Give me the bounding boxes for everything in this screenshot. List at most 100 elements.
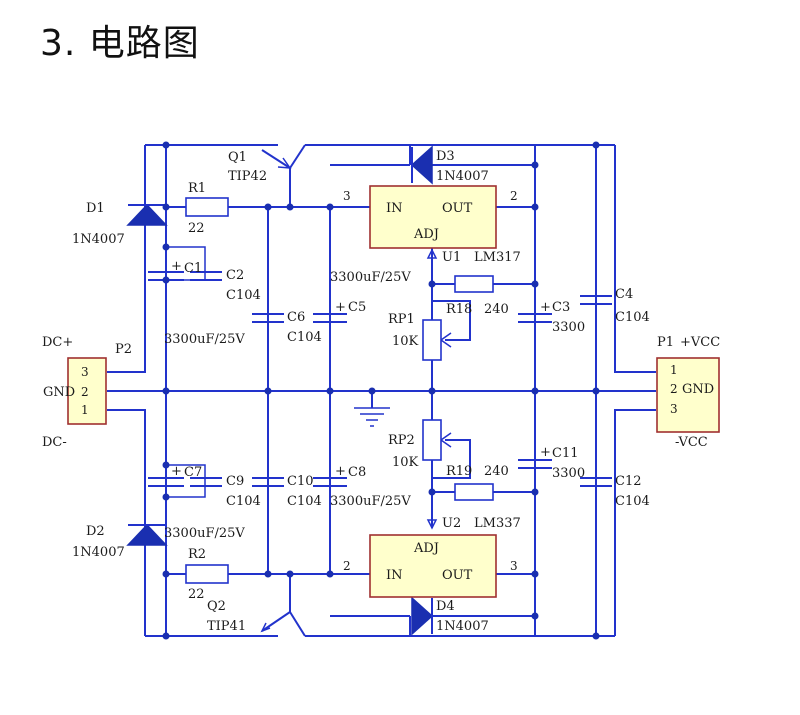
c5-plus-mark: +: [335, 300, 346, 315]
rp2-ref: RP2: [388, 433, 415, 448]
u1-in-label: IN: [386, 201, 403, 216]
c8-value: 3300uF/25V: [330, 494, 411, 509]
u2-adj-label: ADJ: [413, 541, 439, 556]
dc-negative-label: DC-: [42, 435, 67, 450]
c9-value: C104: [226, 494, 261, 509]
c6-value: C104: [287, 330, 322, 345]
c1-value: 3300uF/25V: [164, 332, 245, 347]
r19-value: 240: [484, 464, 509, 479]
u1-pin-in: 3: [343, 189, 351, 203]
c5-value: 3300uF/25V: [330, 270, 411, 285]
c12-value: C104: [615, 494, 650, 509]
potentiometer-rp2: [422, 419, 452, 461]
c4-value: C104: [615, 310, 650, 325]
diode-d3: [410, 145, 433, 185]
p1-pin-1: 1: [670, 363, 678, 377]
u2-in-label: IN: [386, 568, 403, 583]
c6-ref: C6: [287, 310, 305, 325]
regulator-u2: [369, 534, 497, 598]
u2-adj-arrow: [426, 519, 438, 530]
r1-ref: R1: [188, 181, 206, 196]
u2-part: LM337: [474, 516, 521, 531]
r2-ref: R2: [188, 547, 206, 562]
resistor-r18: [454, 275, 494, 293]
potentiometer-rp1: [422, 319, 452, 361]
d3-part: 1N4007: [436, 169, 489, 184]
p2-gnd-label: GND: [43, 385, 75, 400]
r19-ref: R19: [446, 464, 472, 479]
p2-pin-3: 3: [81, 365, 89, 379]
c11-ref: C11: [552, 446, 579, 461]
c8-plus-mark: +: [335, 464, 346, 479]
regulator-u1: [369, 185, 497, 249]
d4-part: 1N4007: [436, 619, 489, 634]
ground-symbol: [354, 407, 390, 427]
u1-part: LM317: [474, 250, 521, 265]
u1-adj-label: ADJ: [413, 227, 439, 242]
u2-ref: U2: [442, 516, 461, 531]
q1-ref: Q1: [228, 150, 247, 165]
c10-ref: C10: [287, 474, 314, 489]
c7-value: 3300uF/25V: [164, 526, 245, 541]
p1-pin-3: 3: [670, 402, 678, 416]
c3-ref: C3: [552, 300, 570, 315]
q2-ref: Q2: [207, 599, 226, 614]
c1-plus-mark: +: [171, 259, 182, 274]
c11-value: 3300: [552, 466, 585, 481]
u1-adj-arrow: [426, 248, 438, 259]
rp1-value: 10K: [392, 334, 419, 349]
d2-part: 1N4007: [72, 545, 125, 560]
rp2-value: 10K: [392, 455, 419, 470]
r1-value: 22: [188, 221, 205, 236]
dc-positive-label: DC+: [42, 335, 73, 350]
d4-ref: D4: [436, 599, 455, 614]
c2-value: C104: [226, 288, 261, 303]
c3-plus-mark: +: [540, 300, 551, 315]
d2-ref: D2: [86, 524, 105, 539]
diode-d1: [126, 203, 168, 226]
r2-value: 22: [188, 587, 205, 602]
resistor-r19: [454, 483, 494, 501]
u1-out-label: OUT: [442, 201, 473, 216]
u1-pin-out: 2: [510, 189, 518, 203]
transistor-q2: [260, 611, 291, 633]
c9-ref: C9: [226, 474, 244, 489]
p1-pin-2: 2: [670, 382, 678, 396]
c7-ref: C7: [184, 465, 202, 480]
u1-ref: U1: [442, 250, 461, 265]
d1-ref: D1: [86, 201, 105, 216]
input-connector-p2: [67, 357, 107, 425]
r18-value: 240: [484, 302, 509, 317]
u2-pin-out: 3: [510, 559, 518, 573]
p2-ref: P2: [115, 342, 132, 357]
r18-ref: R18: [446, 302, 472, 317]
d3-ref: D3: [436, 149, 455, 164]
output-connector-p1: [656, 357, 720, 433]
vcc-positive-label: +VCC: [680, 335, 720, 350]
u2-pin-in: 2: [343, 559, 351, 573]
p1-ref: P1: [657, 335, 674, 350]
p2-pin-1: 1: [81, 403, 89, 417]
resistor-r1: [185, 197, 229, 217]
c11-plus-mark: +: [540, 445, 551, 460]
c12-ref: C12: [615, 474, 642, 489]
c5-ref: C5: [348, 300, 366, 315]
rp1-ref: RP1: [388, 312, 415, 327]
c8-ref: C8: [348, 465, 366, 480]
c10-value: C104: [287, 494, 322, 509]
c7-plus-mark: +: [171, 464, 182, 479]
transistor-q1: [261, 149, 292, 169]
d1-part: 1N4007: [72, 232, 125, 247]
resistor-r2: [185, 564, 229, 584]
diode-d2: [126, 523, 168, 546]
diode-d4: [411, 596, 434, 636]
junctions: [162, 141, 600, 640]
q1-part: TIP42: [228, 169, 267, 184]
c1-ref: C1: [184, 261, 202, 276]
c4-ref: C4: [615, 287, 633, 302]
vcc-negative-label: -VCC: [675, 435, 708, 450]
page-title: 3. 电路图: [40, 23, 200, 64]
u2-out-label: OUT: [442, 568, 473, 583]
q2-part: TIP41: [207, 619, 246, 634]
